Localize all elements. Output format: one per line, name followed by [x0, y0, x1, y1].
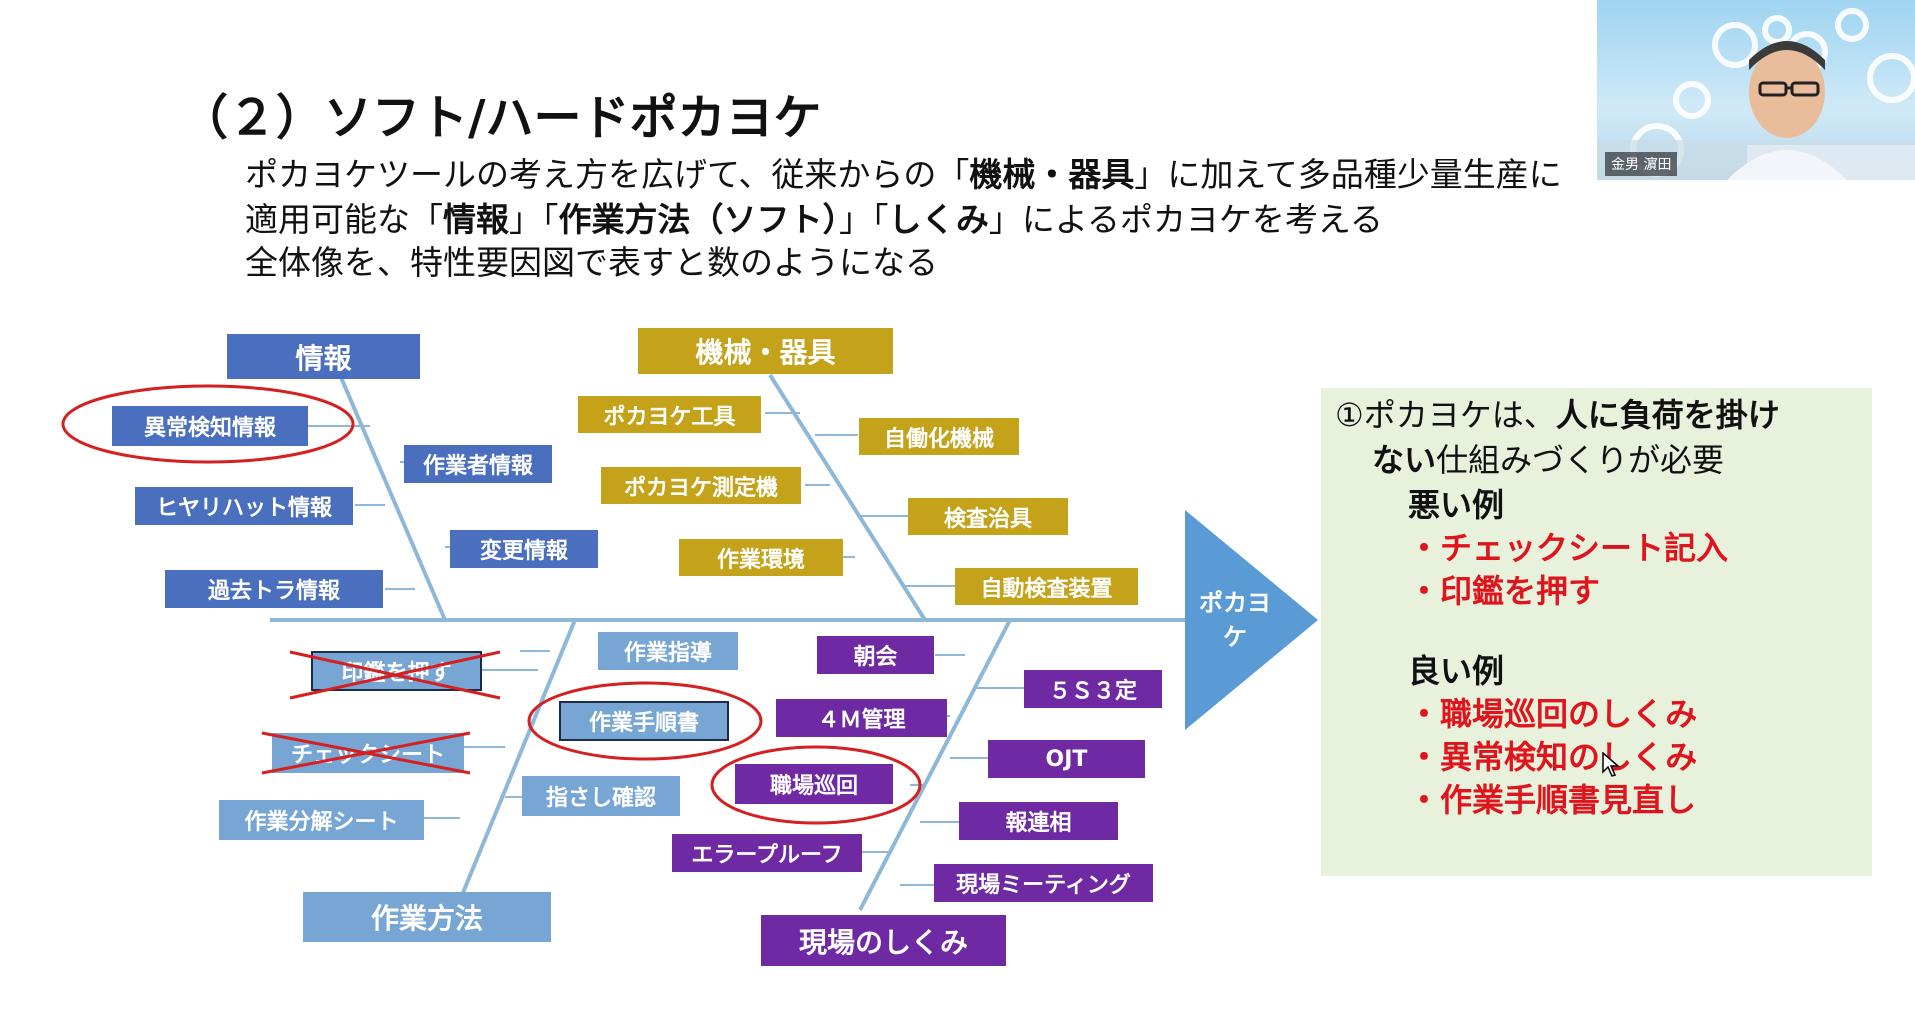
slide-title: （２）ソフト/ハードポカヨケ [180, 90, 822, 146]
note-emphasis: 人に負荷を掛け [1555, 396, 1780, 434]
note-line-2: ない仕組みづくりが必要 [1372, 435, 1724, 481]
presenter-image [1597, 8, 1915, 180]
cause-item: 指さし確認 [522, 776, 680, 816]
cause-item: ポカヨケ測定機 [601, 467, 801, 504]
bone-machine [768, 373, 927, 622]
cause-item: 作業環境 [679, 539, 843, 576]
cause-item: 作業手順書 [559, 701, 729, 741]
cause-item: 過去トラ情報 [165, 570, 383, 608]
cause-item: 作業分解シート [219, 800, 424, 840]
cause-item: ４Ｍ管理 [776, 699, 947, 737]
highlight-circle [527, 681, 763, 761]
intro-line-1: ポカヨケツールの考え方を広げて、従来からの「機械・器具」に加えて多品種少量生産に [245, 148, 1562, 196]
category-method: 作業方法 [303, 892, 551, 942]
category-system: 現場のしくみ [761, 915, 1006, 966]
intro-text: 」「 [839, 200, 889, 239]
cause-item: ヒヤリハット情報 [135, 487, 353, 525]
effect-arrow-head [1185, 510, 1318, 730]
bad-example-item: ・印鑑を押す [1408, 572, 1601, 610]
cause-item: 職場巡回 [735, 764, 893, 804]
cause-item: ポカヨケ工具 [578, 396, 761, 433]
bone-info [338, 374, 447, 621]
effect-label: ポカヨケ [1199, 589, 1271, 651]
intro-line-2: 適用可能な「情報」「作業方法（ソフト）」「しくみ」によるポカヨケを考える [245, 193, 1383, 241]
good-example-item: ・異常検知のしくみ [1408, 738, 1698, 776]
intro-emphasis: しくみ [888, 200, 989, 239]
cause-item: 異常検知情報 [112, 406, 308, 446]
note-emphasis: ない [1372, 441, 1437, 479]
category-machine: 機械・器具 [638, 328, 893, 374]
bone-method [458, 619, 577, 901]
cause-item: 自働化機械 [859, 418, 1019, 455]
strike-line [261, 731, 471, 775]
category-info: 情報 [227, 334, 420, 379]
cause-item: 朝会 [817, 636, 934, 674]
intro-text: ポカヨケツールの考え方を広げて、従来からの「 [245, 155, 970, 194]
cause-item: エラープルーフ [672, 834, 862, 872]
bad-example-item: ・チェックシート記入 [1408, 529, 1729, 567]
highlight-circle [61, 384, 355, 464]
cause-item: 現場ミーティング [934, 864, 1153, 902]
intro-text: 」に加えて多品種少量生産に [1134, 155, 1562, 194]
note-text: ①ポカヨケは、 [1335, 396, 1556, 434]
intro-text: 適用可能な「 [245, 200, 443, 239]
intro-emphasis: 情報 [443, 200, 509, 239]
intro-line-3: 全体像を、特性要因図で表すと数のようになる [245, 243, 938, 282]
note-line-1: ①ポカヨケは、人に負荷を掛け [1335, 390, 1780, 436]
note-panel: ①ポカヨケは、人に負荷を掛け ない仕組みづくりが必要 悪い例 ・チェックシート記… [1321, 388, 1872, 876]
intro-text: 」「 [509, 200, 559, 239]
good-example-item: ・職場巡回のしくみ [1408, 695, 1698, 733]
bone-system [858, 619, 1012, 911]
cause-item: 作業指導 [598, 632, 738, 670]
cause-item: 検査治具 [908, 498, 1068, 535]
mouse-cursor-icon [1602, 752, 1620, 777]
intro-text: 」によるポカヨケを考える [988, 200, 1383, 239]
strike-line [289, 650, 501, 700]
intro-emphasis: 作業方法（ソフト） [558, 200, 840, 239]
intro-emphasis: 機械・器具 [969, 155, 1135, 194]
cause-item: ５Ｓ３定 [1024, 670, 1162, 708]
presenter-video[interactable]: 金男 濵田 [1597, 0, 1915, 180]
note-text: 仕組みづくりが必要 [1436, 441, 1725, 479]
cause-item: OJT [988, 740, 1145, 778]
cause-item: 自動検査装置 [955, 568, 1138, 605]
bad-example-heading: 悪い例 [1408, 486, 1505, 524]
good-example-heading: 良い例 [1408, 652, 1505, 690]
presenter-name: 金男 濵田 [1605, 152, 1678, 176]
cause-item: 報連相 [959, 802, 1118, 840]
good-example-item: ・作業手順書見直し [1408, 781, 1697, 819]
highlight-circle [710, 745, 922, 825]
cause-item: 変更情報 [450, 530, 598, 568]
cause-item: 作業者情報 [404, 445, 552, 483]
cause-item-struck: 印鑑を押す [311, 651, 482, 691]
